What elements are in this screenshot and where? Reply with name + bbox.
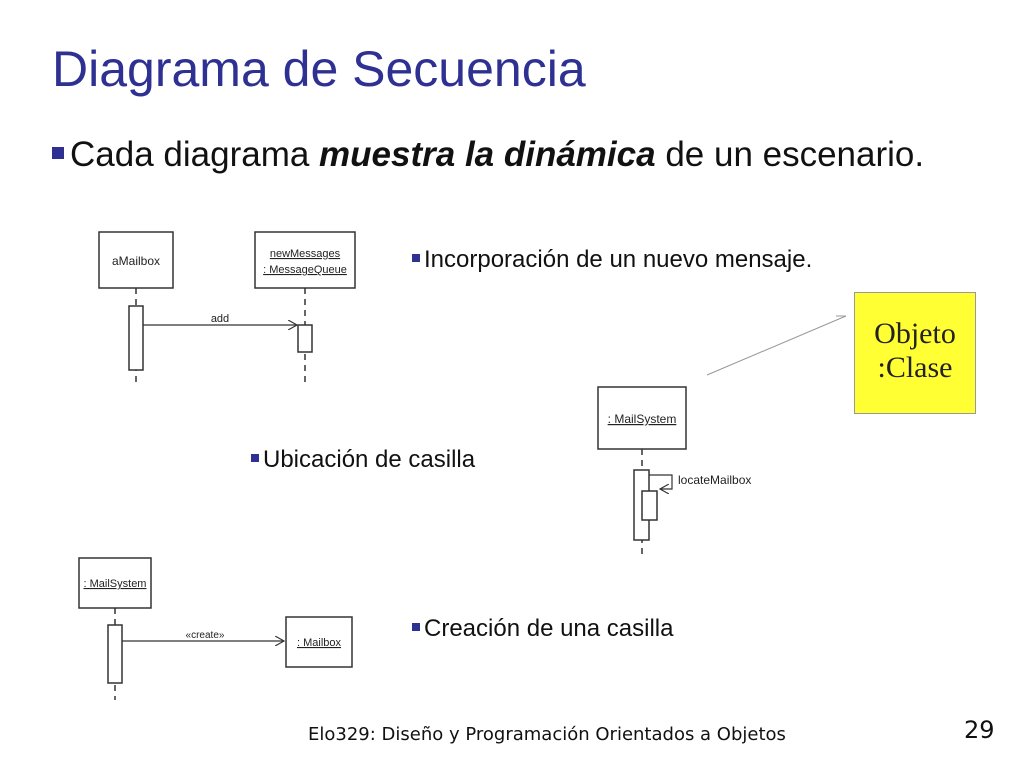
diagram-create-mailbox: : MailSystem «create» : Mailbox <box>78 557 353 700</box>
object-label-mailbox: : Mailbox <box>297 637 342 649</box>
callout-pointer-line <box>706 315 847 376</box>
message-label-add: add <box>211 313 229 325</box>
bullet-square-icon <box>52 146 64 159</box>
sub-bullet-new-message: Incorporación de un nuevo mensaje. <box>412 246 812 274</box>
object-box-newmessages <box>254 231 356 289</box>
page-number: 29 <box>964 716 995 744</box>
object-label-mailsystem: : MailSystem <box>608 412 677 426</box>
object-box-amailbox <box>98 231 174 289</box>
object-label-amailbox: aMailbox <box>112 254 160 268</box>
sub-bullet-text: Creación de una casilla <box>424 615 674 642</box>
sub-bullet-text: Ubicación de casilla <box>263 446 476 473</box>
sub-bullet-text: Incorporación de un nuevo mensaje. <box>424 246 813 273</box>
self-message-arrow <box>649 474 673 489</box>
bullet-square-icon <box>412 623 420 632</box>
sub-bullet-locate-mailbox: Ubicación de casilla <box>251 446 475 474</box>
activation-amailbox <box>128 305 144 371</box>
bullet-text-end: de un escenario. <box>655 135 925 174</box>
slide-title: Diagrama de Secuencia <box>52 41 586 97</box>
activation-newmessages <box>297 324 313 353</box>
diagram-locate-mailbox: : MailSystem locateMailbox <box>597 386 751 558</box>
activation-nested-mailsystem <box>641 490 658 521</box>
object-label-newmessages: newMessages <box>270 248 341 260</box>
message-label-locatemailbox: locateMailbox <box>678 473 751 487</box>
bullet-emphasis: muestra la dinámica <box>319 135 656 174</box>
bullet-square-icon <box>251 454 259 463</box>
object-box-mailsystem <box>78 557 152 609</box>
object-box-mailbox <box>285 616 353 668</box>
object-box-mailsystem <box>597 386 687 450</box>
main-bullet: Cada diagrama muestra la dinámica de un … <box>52 132 952 178</box>
activation-mailsystem <box>107 624 123 684</box>
bullet-square-icon <box>412 254 420 263</box>
slide-footer: Elo329: Diseño y Programación Orientados… <box>308 724 786 745</box>
callout-line-objeto: Objeto <box>874 317 956 350</box>
diagram-add-message: aMailbox newMessages : MessageQueue add <box>98 231 356 385</box>
object-label-mailsystem: : MailSystem <box>84 578 147 590</box>
message-label-create: «create» <box>186 630 225 641</box>
bullet-text-start: Cada diagrama <box>70 135 320 174</box>
callout-line-clase: :Clase <box>877 351 953 384</box>
object-class-callout: Objeto :Clase <box>854 292 976 414</box>
object-label-messagequeue: : MessageQueue <box>263 264 347 276</box>
sub-bullet-create-mailbox: Creación de una casilla <box>412 615 673 643</box>
